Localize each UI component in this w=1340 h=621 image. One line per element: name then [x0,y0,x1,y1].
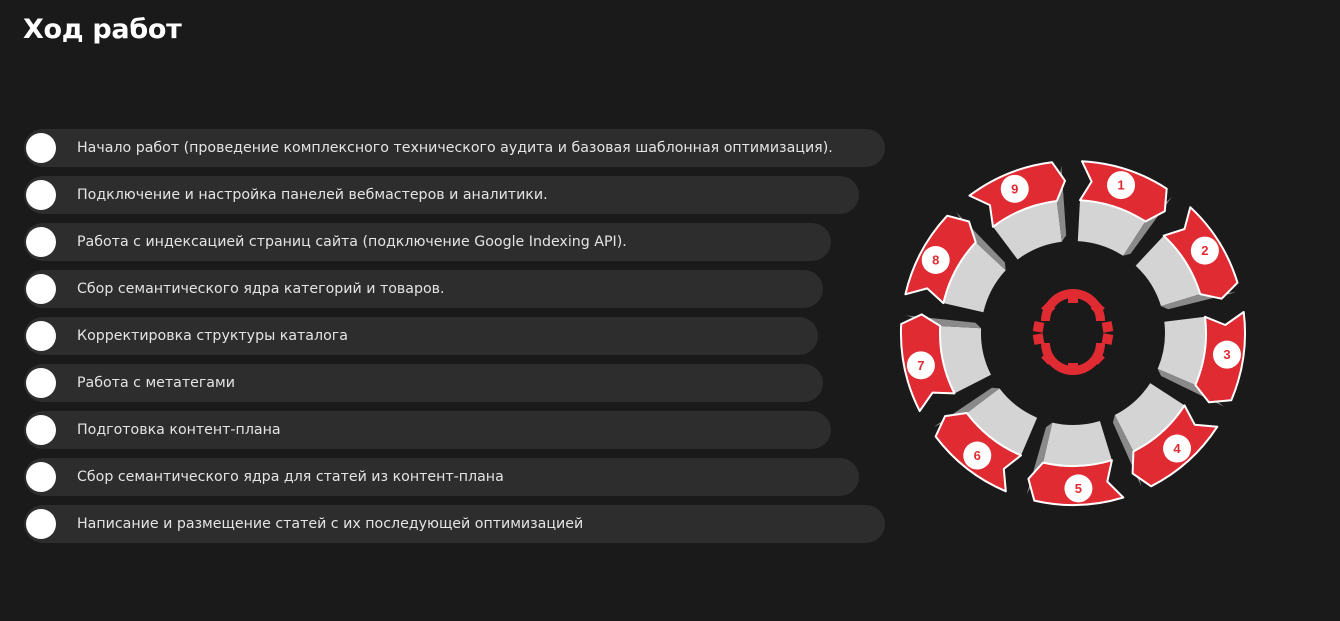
segment-number-badge [1064,474,1093,503]
step-bullet-icon [26,509,56,539]
step-item-5: Корректировка структуры каталога [24,317,818,355]
step-item-7: Подготовка контент-плана [24,411,831,449]
segment-number: 2 [1201,243,1208,258]
process-wheel: 1 2 3 4 5 6 7 8 9 [899,160,1246,507]
wheel-segment: 8 [904,212,1006,313]
step-label: Работа с метатегами [77,375,235,391]
segment-number: 8 [932,252,939,267]
wheel-segment: 7 [899,313,991,413]
step-bullet-icon [26,133,56,163]
step-item-6: Работа с метатегами [24,364,823,402]
wheel-segment: 4 [1112,383,1219,488]
step-item-8: Сбор семантического ядра для статей из к… [24,458,859,496]
step-label: Сбор семантического ядра для статей из к… [77,469,504,485]
wheel-segment: 5 [1026,421,1125,507]
segment-number-badge [906,351,935,380]
step-label: Подключение и настройка панелей вебмасте… [77,187,548,203]
segment-number: 4 [1173,441,1181,456]
segment-number-badge [1000,174,1029,203]
segment-number: 6 [974,448,981,463]
step-bullet-icon [26,415,56,445]
step-label: Начало работ (проведение комплексного те… [77,140,833,156]
segment-number: 9 [1011,181,1018,196]
step-item-2: Подключение и настройка панелей вебмасте… [24,176,859,214]
wheel-segment: 2 [1135,206,1239,310]
step-label: Работа с индексацией страниц сайта (подк… [77,234,627,250]
step-bullet-icon [26,274,56,304]
step-label: Подготовка контент-плана [77,422,281,438]
segment-number-badge [1107,171,1136,200]
step-bullet-icon [26,180,56,210]
wheel-segment: 6 [933,387,1038,493]
step-item-3: Работа с индексацией страниц сайта (подк… [24,223,831,261]
page-title: Ход работ [23,14,182,45]
segment-number: 1 [1117,178,1124,193]
wheel-segment: 1 [1077,160,1172,256]
step-item-1: Начало работ (проведение комплексного те… [24,129,885,167]
step-bullet-icon [26,227,56,257]
step-bullet-icon [26,462,56,492]
wheel-segment: 9 [968,161,1067,260]
step-item-9: Написание и размещение статей с их после… [24,505,885,543]
step-item-4: Сбор семантического ядра категорий и тов… [24,270,823,308]
step-label: Корректировка структуры каталога [77,328,348,344]
segment-number: 5 [1075,481,1082,496]
segment-number-badge [1190,236,1219,265]
step-label: Сбор семантического ядра категорий и тов… [77,281,445,297]
gear-cycle-icon [1032,289,1114,375]
wheel-segment: 3 [1157,311,1246,407]
segment-number: 3 [1223,347,1230,362]
step-bullet-icon [26,368,56,398]
segment-number-badge [921,245,950,274]
segment-number-badge [963,441,992,470]
step-label: Написание и размещение статей с их после… [77,516,584,532]
segment-number: 7 [917,358,924,373]
segment-number-badge [1212,340,1241,369]
step-bullet-icon [26,321,56,351]
steps-list: Начало работ (проведение комплексного те… [24,129,885,552]
segment-number-badge [1163,434,1192,463]
